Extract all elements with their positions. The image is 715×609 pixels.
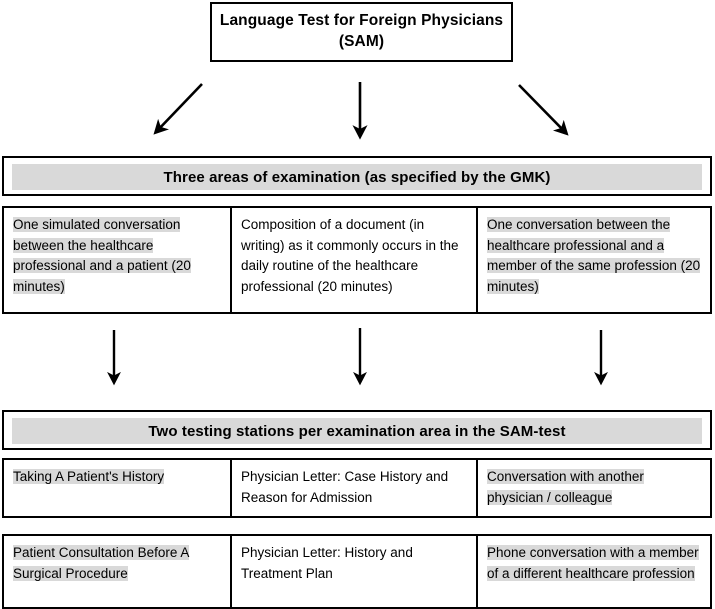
stations-row-1: Taking A Patient's History Physician Let… bbox=[2, 458, 712, 518]
stations-row-1-cell-2: Physician Letter: Case History and Reaso… bbox=[232, 460, 478, 516]
banner-two-stations-label: Two testing stations per examination are… bbox=[148, 422, 566, 440]
areas-cell-1: One simulated conversation between the h… bbox=[4, 208, 232, 312]
arrow-title-to-area-1 bbox=[153, 83, 203, 135]
stations-row-2: Patient Consultation Before A Surgical P… bbox=[2, 534, 712, 609]
title-box-label: Language Test for Foreign Physicians (SA… bbox=[219, 12, 504, 50]
stations-row-1-cell-3-text: Conversation with another physician / co… bbox=[487, 469, 644, 505]
banner-two-stations-bar: Two testing stations per examination are… bbox=[12, 418, 702, 444]
banner-three-areas-label: Three areas of examination (as specified… bbox=[163, 168, 551, 186]
stations-row-2-cell-1-text: Patient Consultation Before A Surgical P… bbox=[13, 545, 190, 581]
banner-two-stations: Two testing stations per examination are… bbox=[2, 410, 712, 450]
stations-row-2-cell-3: Phone conversation with a member of a di… bbox=[478, 536, 710, 607]
stations-row-1-cell-3: Conversation with another physician / co… bbox=[478, 460, 710, 516]
areas-row: One simulated conversation between the h… bbox=[2, 206, 712, 314]
stations-row-1-cell-1: Taking A Patient's History bbox=[4, 460, 232, 516]
stations-row-1-cell-2-text: Physician Letter: Case History and Reaso… bbox=[241, 469, 449, 505]
arrow-title-to-area-3 bbox=[518, 84, 569, 136]
banner-three-areas-bar: Three areas of examination (as specified… bbox=[12, 164, 702, 190]
stations-row-1-cell-1-text: Taking A Patient's History bbox=[13, 469, 165, 484]
areas-cell-3-text: One conversation between the healthcare … bbox=[487, 217, 701, 294]
stations-row-2-cell-1: Patient Consultation Before A Surgical P… bbox=[4, 536, 232, 607]
areas-cell-2: Composition of a document (in writing) a… bbox=[232, 208, 478, 312]
areas-cell-1-text: One simulated conversation between the h… bbox=[13, 217, 191, 294]
areas-cell-3: One conversation between the healthcare … bbox=[478, 208, 710, 312]
stations-row-2-cell-2: Physician Letter: History and Treatment … bbox=[232, 536, 478, 607]
areas-cell-2-text: Composition of a document (in writing) a… bbox=[241, 217, 459, 294]
stations-row-2-cell-3-text: Phone conversation with a member of a di… bbox=[487, 545, 699, 581]
banner-three-areas: Three areas of examination (as specified… bbox=[2, 156, 712, 196]
title-box: Language Test for Foreign Physicians (SA… bbox=[210, 2, 513, 62]
stations-row-2-cell-2-text: Physician Letter: History and Treatment … bbox=[241, 545, 413, 581]
